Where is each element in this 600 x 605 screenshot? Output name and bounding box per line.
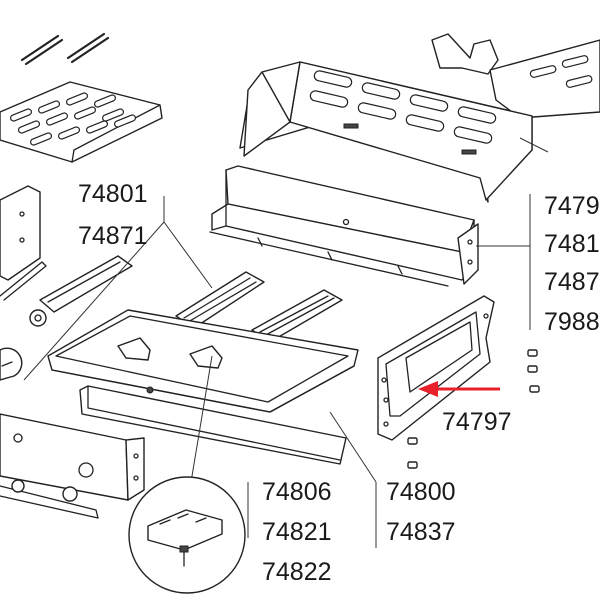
detail-bubble-bracket xyxy=(128,476,246,594)
part-number-label: 74822 xyxy=(262,558,332,586)
part-number-label: 74837 xyxy=(386,518,456,546)
part-number-group-left-top: 74801 74871 xyxy=(78,180,148,250)
part-number-label: 7988 xyxy=(544,308,600,336)
side-panel xyxy=(377,295,495,441)
part-number-label: 74871 xyxy=(78,222,148,250)
control-panel xyxy=(0,413,145,519)
part-number-highlighted: 74797 xyxy=(442,408,512,436)
part-number-label: 74800 xyxy=(386,478,456,506)
front-rail xyxy=(79,385,347,465)
part-number-group-bottom-left: 74806 74821 74822 xyxy=(262,478,332,586)
part-number-label: 74806 xyxy=(262,478,332,506)
burner-tube-left xyxy=(29,255,133,327)
side-box-top-right xyxy=(431,33,600,119)
fasteners xyxy=(407,349,540,469)
manifold-bracket xyxy=(209,165,479,287)
part-number-label: 7479 xyxy=(544,192,600,220)
detail-bubble-left xyxy=(0,347,23,381)
part-number-group-bottom-right: 74800 74837 xyxy=(386,478,456,546)
part-number-label: 74821 xyxy=(262,518,332,546)
highlight-arrow xyxy=(418,381,500,397)
part-number-label: 7481 xyxy=(544,230,600,258)
rear-heat-shield xyxy=(239,61,533,203)
heat-plate-left xyxy=(0,81,163,163)
leader-lines xyxy=(23,137,549,548)
grate-rails xyxy=(20,32,110,66)
part-number-group-right-top: 7479 7481 7487 7988 xyxy=(544,192,600,336)
left-side-wall xyxy=(0,185,47,301)
part-number-label: 74801 xyxy=(78,180,148,208)
drip-tray xyxy=(47,309,359,413)
part-number-label: 7487 xyxy=(544,268,600,296)
